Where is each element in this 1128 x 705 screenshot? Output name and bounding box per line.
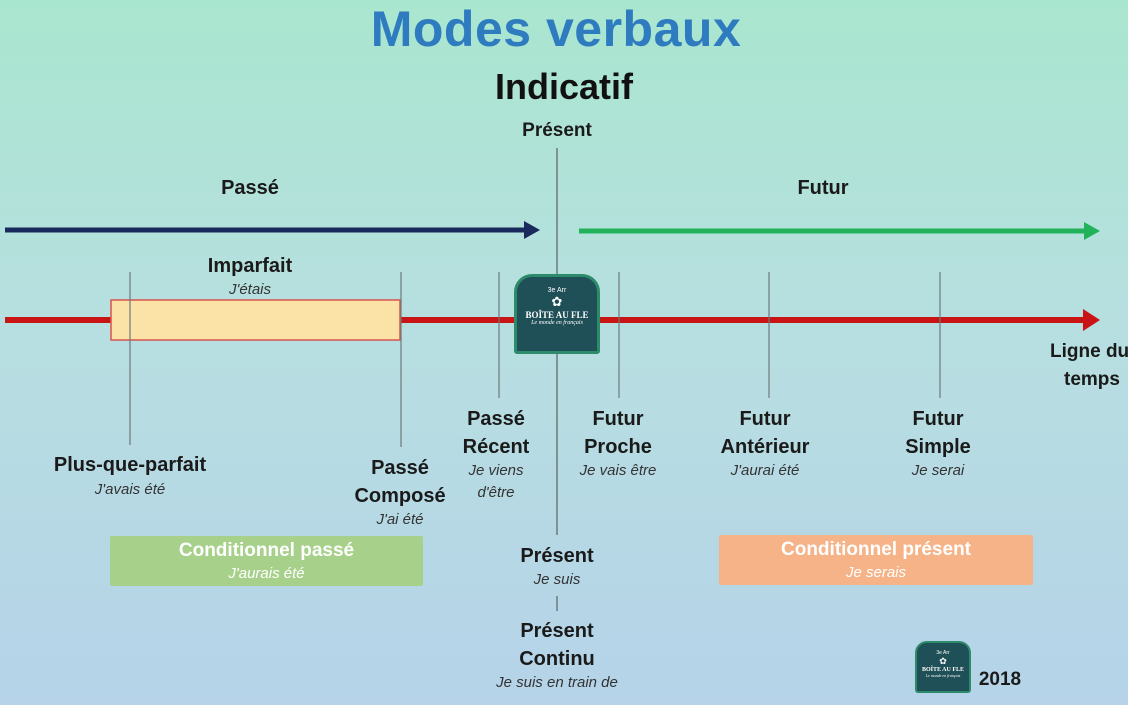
- axis-label-line2: temps: [1064, 369, 1120, 390]
- logo-number: 3e Arr: [547, 287, 567, 294]
- passe-recent-label-1: Passé: [467, 408, 525, 430]
- futur-proche-example: Je vais être: [579, 462, 657, 479]
- present-continu-label-1: Présent: [520, 620, 594, 642]
- passe-recent-example-1: Je viens: [468, 462, 524, 479]
- futur-proche-label-1: Futur: [592, 408, 644, 430]
- footer-year: 2018: [978, 669, 1022, 690]
- passe-recent-example-2: d'être: [477, 484, 515, 501]
- imparfait-label: Imparfait: [207, 255, 293, 277]
- futur-simple-label-2: Simple: [905, 436, 971, 458]
- footer-logo-tagline: Le monde en français: [925, 673, 961, 678]
- present-top-label: Présent: [522, 120, 592, 141]
- futur-anterieur-example: J'aurai été: [730, 462, 800, 479]
- present-continu-label-2: Continu: [519, 648, 595, 670]
- futur-simple-label-1: Futur: [912, 408, 964, 430]
- boite-au-fle-logo: 3e Arr ✿ BOÎTE AU FLE Le monde en frança…: [514, 274, 600, 354]
- imparfait-duration-box: [110, 299, 401, 341]
- futur-proche-label-2: Proche: [584, 436, 652, 458]
- conditionnel-present-example: Je serais: [845, 564, 907, 581]
- axis-label-line1: Ligne du: [1050, 341, 1128, 362]
- present-continu-example: Je suis en train de: [496, 674, 618, 691]
- present-label: Présent: [520, 545, 594, 567]
- conditionnel-passe-label: Conditionnel passé: [178, 540, 355, 561]
- page-subtitle: Indicatif: [494, 66, 633, 107]
- futur-anterieur-label-2: Antérieur: [720, 436, 810, 458]
- page-title: Modes verbaux: [370, 1, 742, 57]
- footer-logo-name: BOÎTE AU FLE: [921, 667, 964, 673]
- passe-recent-label-2: Récent: [462, 436, 530, 458]
- future-arrow-head: [1084, 222, 1100, 240]
- conditionnel-passe-badge: Conditionnel passé J'aurais été: [110, 536, 423, 586]
- footer-logo-number: 3e Arr: [936, 650, 950, 656]
- conditionnel-passe-example: J'aurais été: [228, 565, 305, 582]
- logo-tagline: Le monde en français: [531, 320, 583, 326]
- conditionnel-present-label: Conditionnel présent: [781, 539, 971, 560]
- future-label: Futur: [797, 177, 849, 199]
- present-example: Je suis: [533, 571, 581, 588]
- passe-compose-label-2: Composé: [354, 485, 446, 507]
- past-label: Passé: [221, 177, 279, 199]
- imparfait-example: J'étais: [228, 281, 272, 298]
- futur-simple-example: Je serai: [911, 462, 965, 479]
- footer-logo: 3e Arr ✿ BOÎTE AU FLE Le monde en frança…: [915, 641, 971, 693]
- time-axis-head: [1083, 309, 1100, 331]
- past-arrow-head: [524, 221, 540, 239]
- passe-compose-label-1: Passé: [371, 457, 429, 479]
- futur-anterieur-label-1: Futur: [739, 408, 791, 430]
- plus-que-parfait-example: J'avais été: [94, 481, 166, 498]
- footer-logo-emblem: ✿: [939, 656, 947, 666]
- logo-name: BOÎTE AU FLE: [525, 310, 589, 320]
- passe-compose-example: J'ai été: [376, 511, 424, 528]
- conditionnel-present-badge: Conditionnel présent Je serais: [719, 535, 1033, 585]
- plus-que-parfait-label: Plus-que-parfait: [53, 454, 207, 476]
- logo-emblem: ✿: [551, 294, 563, 309]
